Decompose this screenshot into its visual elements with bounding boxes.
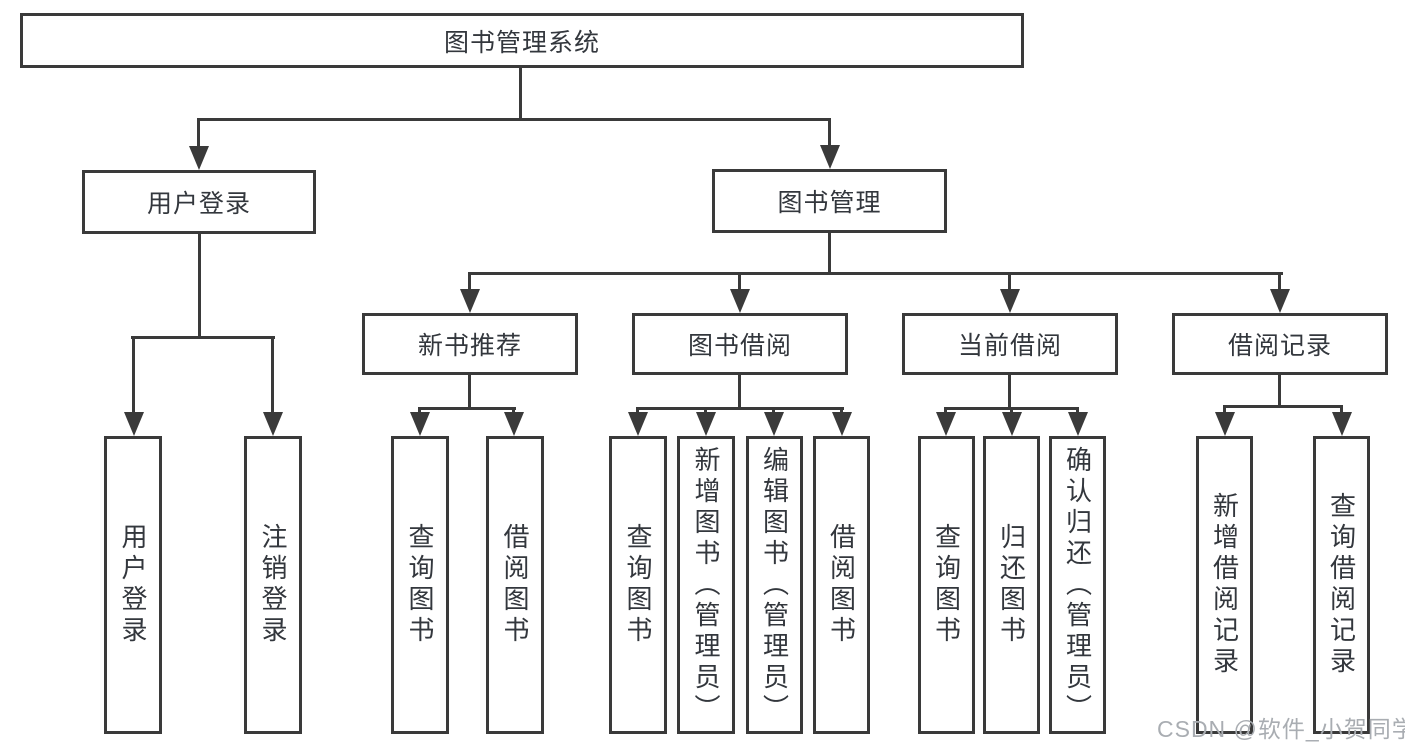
connector-records-vline [1278,375,1281,408]
node-root-library-system: 图书管理系统 [20,13,1024,68]
arrow-down-icon [512,407,515,412]
node-label: 编辑图书（管理员） [759,445,790,725]
leaf-borrow-books-1: 借阅图书 [486,436,544,734]
leaf-borrow-books-2: 借阅图书 [813,436,870,734]
arrow-down-icon [772,407,775,412]
node-label: 借阅图书 [500,523,530,647]
arrow-down-icon [1340,405,1343,412]
csdn-watermark: CSDN @软件_小贺同学 [1157,716,1405,742]
node-label: 注销登录 [258,523,288,647]
arrow-down-icon [1278,272,1281,289]
node-label: 借阅图书 [826,523,857,647]
node-label: 查询图书 [623,523,653,647]
leaf-edit-books-admin: 编辑图书（管理员） [746,436,803,734]
connector-mgmt-vline [828,233,831,275]
node-label: 图书管理 [777,189,882,217]
node-label: 查询图书 [931,523,962,647]
connector-newbook-vline [468,375,471,410]
connector-records-hline [1223,405,1343,408]
node-new-book-recommend: 新书推荐 [362,313,578,375]
node-label: 图书借阅 [687,332,792,360]
arrow-down-icon [840,407,843,412]
connector-login-hline [131,336,275,339]
node-label: 新书推荐 [417,332,522,360]
node-label: 新增借阅记录 [1209,492,1240,678]
arrow-down-icon [468,272,471,289]
arrow-down-icon [132,336,135,412]
node-label: 查询借阅记录 [1326,492,1357,678]
arrow-down-icon [944,407,947,412]
node-label: 用户登录 [118,523,148,647]
connector-newbook-hline [418,407,516,410]
arrow-down-icon [828,118,831,145]
arrow-down-icon [738,272,741,289]
arrow-down-icon [418,407,421,412]
arrow-down-icon [1010,407,1013,412]
node-book-borrowing: 图书借阅 [632,313,848,375]
connector-root-hline [198,118,831,121]
arrow-down-icon [1076,407,1079,412]
connector-current-vline [1008,375,1011,410]
leaf-logout: 注销登录 [244,436,302,734]
arrow-down-icon [1223,405,1226,412]
node-label: 用户登录 [146,190,251,218]
node-user-login: 用户登录 [82,170,316,234]
node-label: 当前借阅 [957,332,1062,360]
leaf-return-books: 归还图书 [983,436,1040,734]
connector-mgmt-hline [468,272,1283,275]
node-label: 图书管理系统 [443,28,600,57]
node-borrow-records: 借阅记录 [1172,313,1388,375]
node-current-borrowing: 当前借阅 [902,313,1118,375]
connector-login-vline [198,234,201,339]
node-label: 借阅记录 [1227,332,1332,360]
leaf-query-books-2: 查询图书 [609,436,667,734]
leaf-add-borrow-record: 新增借阅记录 [1196,436,1253,734]
node-book-management: 图书管理 [712,169,947,233]
leaf-query-borrow-record: 查询借阅记录 [1313,436,1370,734]
arrow-down-icon [704,407,707,412]
node-label: 新增图书（管理员） [691,445,721,725]
node-label: 查询图书 [405,523,435,647]
leaf-confirm-return-admin: 确认归还（管理员） [1049,436,1106,734]
arrow-down-icon [636,407,639,412]
connector-borrowing-hline [636,407,844,410]
leaf-add-books-admin: 新增图书（管理员） [677,436,735,734]
leaf-user-login: 用户登录 [104,436,162,734]
connector-borrowing-vline [738,374,741,410]
node-label: 归还图书 [996,523,1027,647]
connector-root-vline [519,68,522,121]
node-label: 确认归还（管理员） [1062,445,1093,725]
arrow-down-icon [1008,272,1011,289]
arrow-down-icon [271,336,274,412]
leaf-query-books-3: 查询图书 [918,436,975,734]
leaf-query-books-1: 查询图书 [391,436,449,734]
arrow-down-icon [197,118,200,146]
